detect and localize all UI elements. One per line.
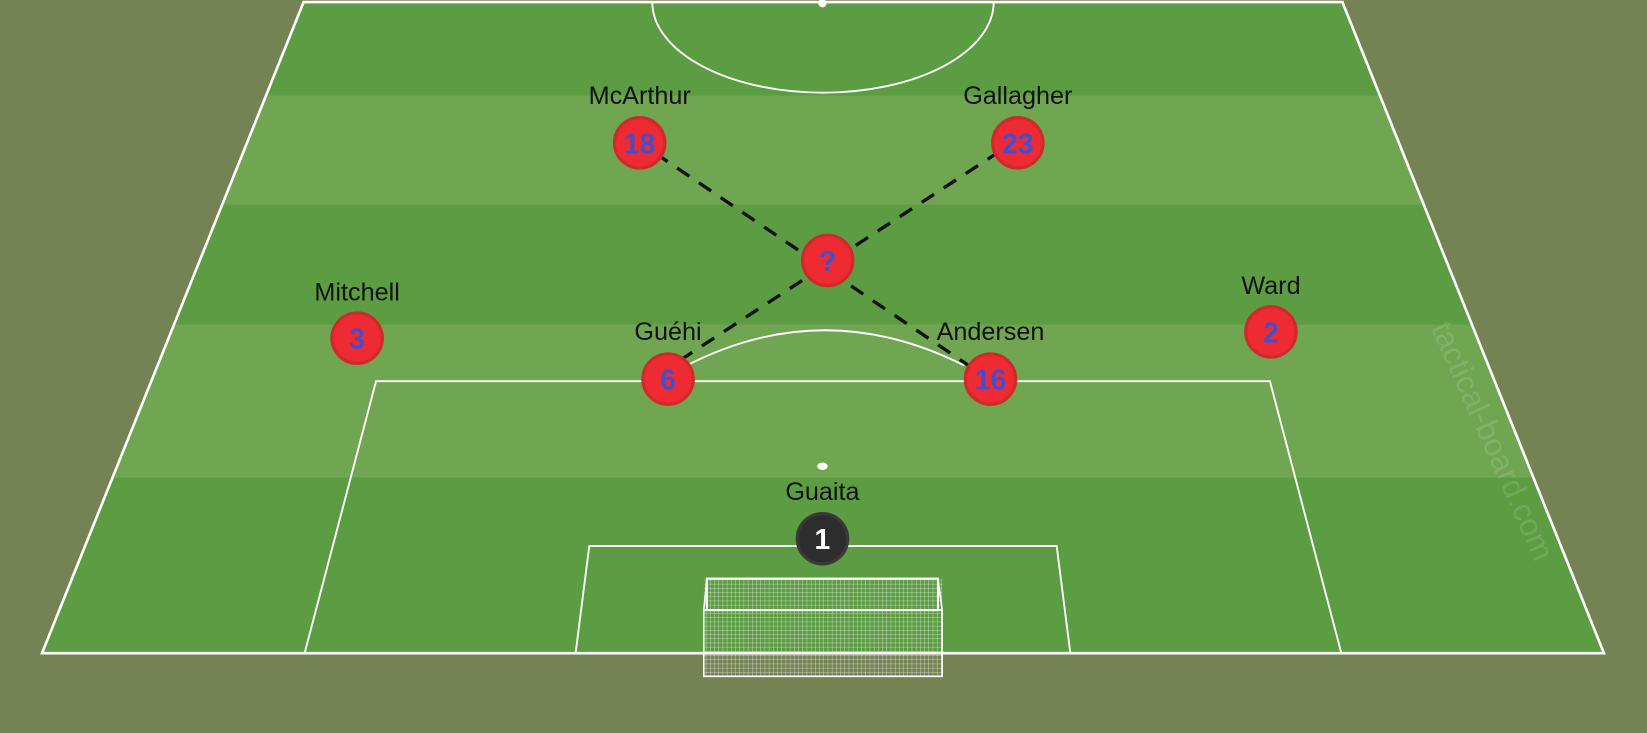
player-number: 16 — [975, 365, 1007, 397]
goal-area — [574, 545, 1072, 655]
player-name: McArthur — [589, 82, 691, 110]
player-marker — [641, 352, 695, 406]
player-marker — [991, 116, 1045, 170]
player-number: 18 — [624, 128, 656, 160]
player-marker — [330, 311, 384, 365]
player-number: 6 — [660, 365, 676, 397]
player-name: Andersen — [937, 318, 1045, 346]
center-spot — [818, 0, 827, 8]
player-marker — [1244, 305, 1298, 359]
player-number: 23 — [1002, 128, 1034, 160]
player-name: Guéhi — [634, 318, 701, 346]
player-guaita-goalkeeper[interactable]: Guaita 1 — [785, 478, 861, 566]
player-name: Guaita — [785, 478, 860, 506]
player-number-question-mark: ? — [819, 246, 836, 278]
player-marker — [800, 233, 855, 288]
player-marker — [612, 116, 667, 170]
player-name: Gallagher — [963, 82, 1072, 110]
player-name: Mitchell — [314, 278, 399, 306]
player-name: Ward — [1241, 272, 1300, 300]
goal-net — [702, 577, 943, 678]
player-gallagher[interactable]: Gallagher 23 — [963, 82, 1072, 170]
player-mcarthur[interactable]: McArthur 18 — [589, 82, 691, 170]
player-marker — [795, 511, 850, 566]
player-andersen[interactable]: Andersen 16 — [937, 318, 1045, 406]
touchline-boundary — [40, 0, 1606, 655]
player-unknown[interactable]: ? — [800, 233, 855, 288]
pitch-surface — [42, 2, 1604, 654]
penalty-spot — [817, 462, 828, 470]
player-ward[interactable]: Ward 2 — [1241, 272, 1301, 359]
player-number: 2 — [1263, 317, 1279, 349]
center-circle-arc — [651, 2, 995, 94]
player-number: 3 — [349, 324, 365, 356]
player-guehi[interactable]: Guéhi 6 — [634, 318, 702, 406]
penalty-arc — [682, 329, 965, 369]
player-mitchell[interactable]: Mitchell 3 — [314, 278, 400, 365]
player-number: 1 — [815, 524, 831, 556]
player-marker — [963, 352, 1018, 406]
